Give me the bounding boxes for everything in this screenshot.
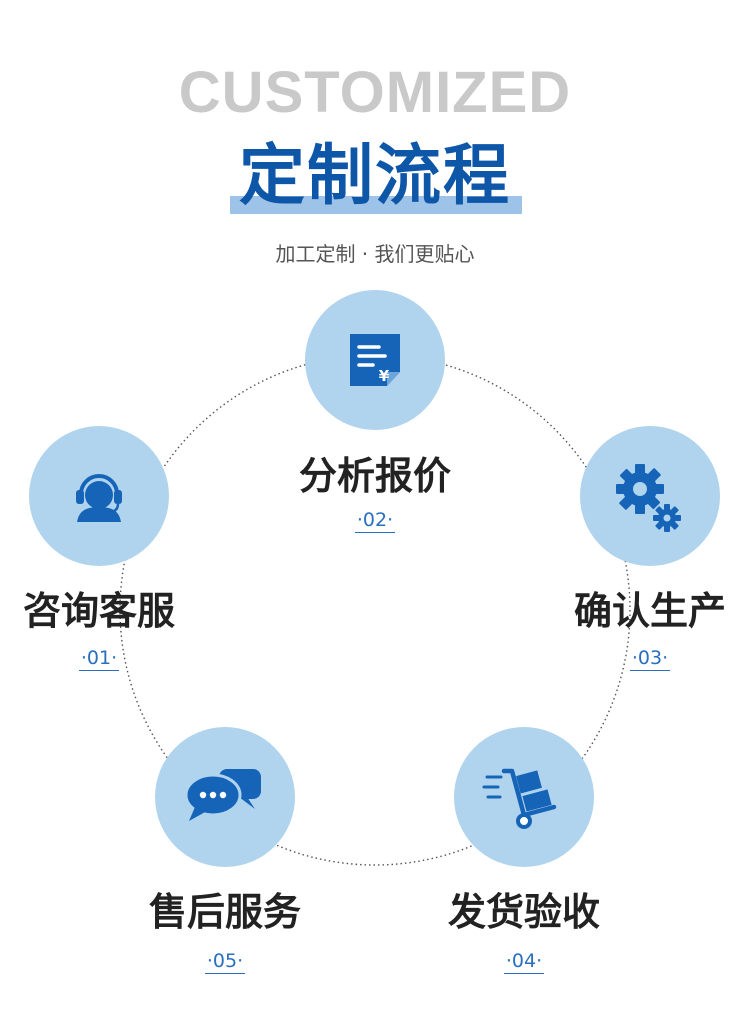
- step-01-number: ·01·: [78, 647, 120, 671]
- step-03-label: 确认生产: [573, 589, 726, 633]
- english-heading: CUSTOMIZED: [178, 60, 572, 125]
- step-02-circle: ¥: [305, 290, 445, 430]
- svg-text:¥: ¥: [379, 367, 390, 385]
- step-01-label: 咨询客服: [22, 589, 175, 633]
- step-04-number: ·04·: [503, 950, 545, 974]
- step-03-circle: [580, 426, 720, 566]
- quote-document-yen-icon: ¥: [350, 334, 400, 386]
- step-04-circle: [454, 727, 594, 867]
- step-01-circle: [29, 426, 169, 566]
- step-05-label: 售后服务: [148, 890, 301, 934]
- page-subtitle: 加工定制 · 我们更贴心: [275, 242, 475, 266]
- step-02-number: ·02·: [354, 509, 396, 533]
- step-02-label: 分析报价: [298, 454, 451, 498]
- after-sales-chat-icon: [184, 769, 261, 821]
- title-underline-bar: [230, 196, 522, 214]
- step-05-number: ·05·: [204, 950, 246, 974]
- delivery-hand-truck-icon: [482, 768, 557, 829]
- step-04-label: 发货验收: [447, 890, 600, 934]
- production-gears-icon: [616, 464, 681, 532]
- page-title: 定制流程: [239, 137, 511, 214]
- step-05-circle: [155, 727, 295, 867]
- customer-service-headset-icon: [76, 474, 122, 522]
- step-03-number: ·03·: [629, 647, 671, 671]
